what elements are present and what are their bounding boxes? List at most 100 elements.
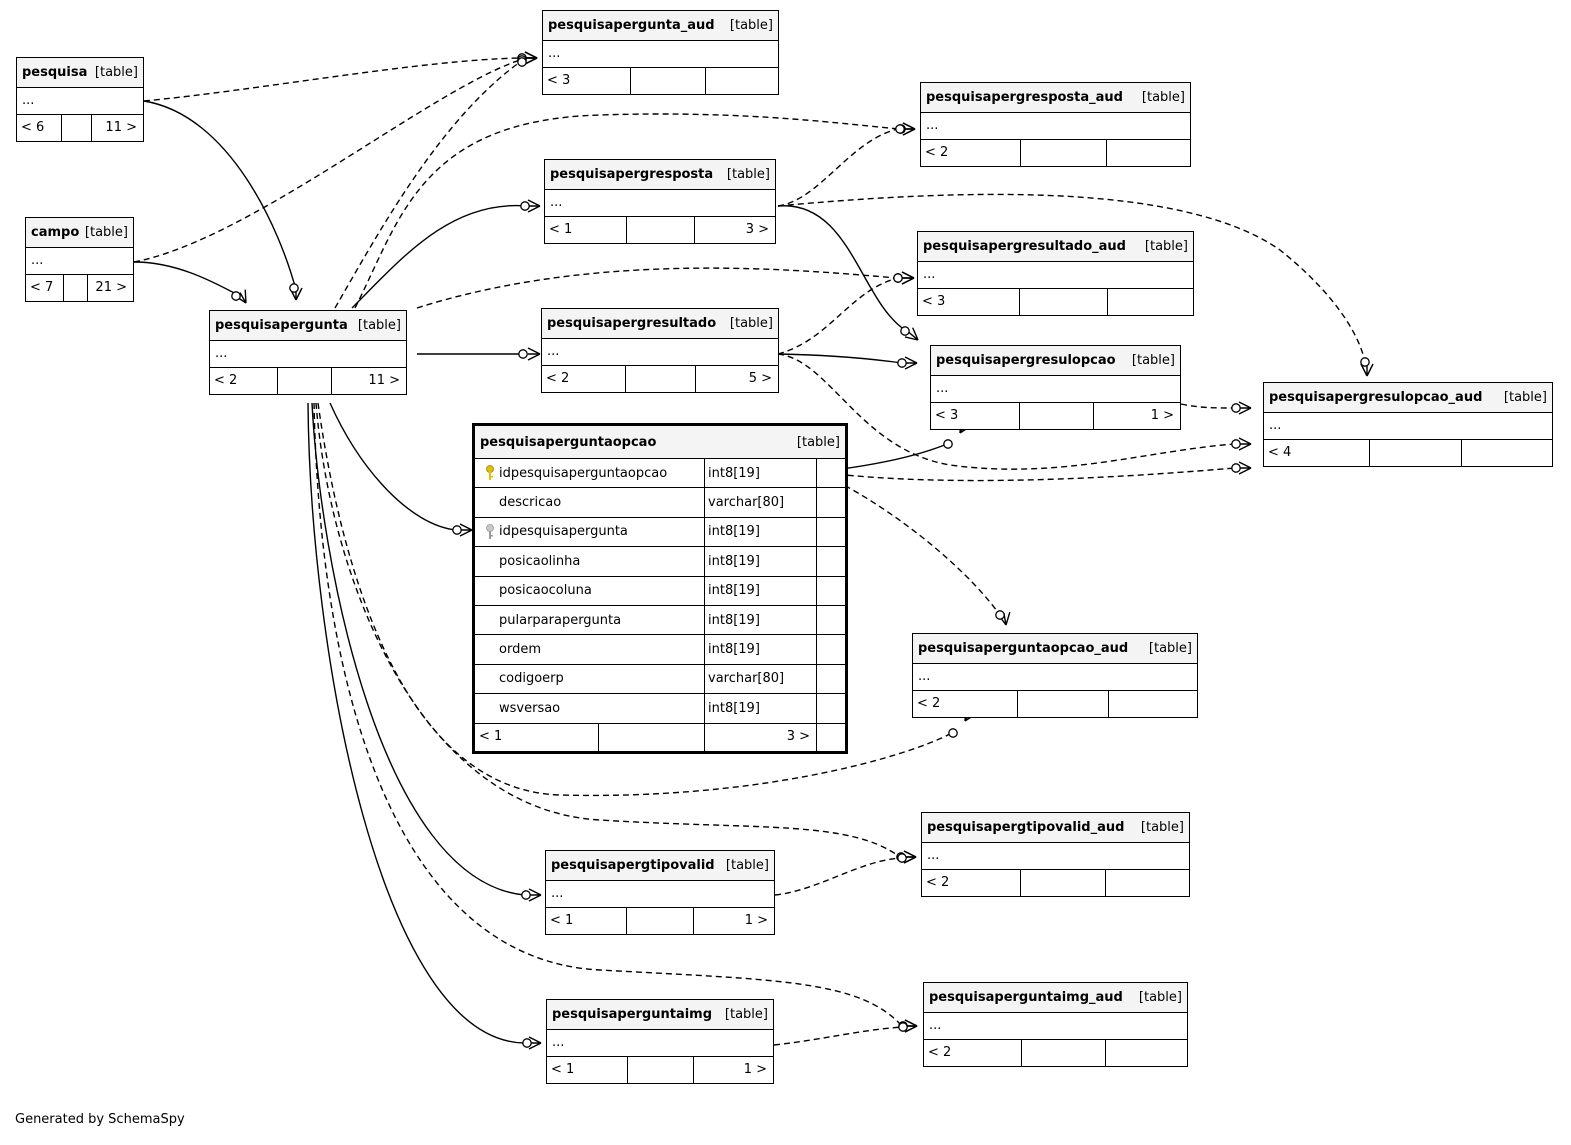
table-pesquisapergunta-aud[interactable]: pesquisapergunta_aud[table] ... < 3: [542, 10, 779, 95]
table-name: pesquisapergresposta: [550, 167, 714, 182]
column-type: int8[19]: [705, 576, 817, 605]
column-row[interactable]: idpesquisapergunta int8[19]: [475, 517, 845, 548]
table-footer: < 1 3 >: [475, 723, 845, 751]
column-row[interactable]: wsversao int8[19]: [475, 694, 845, 724]
table-pesquisapergresposta-aud[interactable]: pesquisapergresposta_aud[table] ... < 2: [920, 82, 1191, 167]
children-link[interactable]: 21 >: [95, 280, 127, 295]
children-link[interactable]: [1107, 140, 1190, 166]
children-link[interactable]: 5 >: [748, 371, 772, 386]
parents-link[interactable]: < 2: [542, 366, 626, 392]
children-link[interactable]: 1 >: [743, 1062, 767, 1077]
parents-link[interactable]: < 1: [475, 723, 599, 751]
optional-cardinality-circle: [893, 273, 903, 283]
table-footer: < 3: [918, 289, 1193, 315]
parents-link[interactable]: < 1: [546, 908, 627, 934]
table-footer: < 2 11 >: [210, 368, 406, 394]
column-row[interactable]: ordem int8[19]: [475, 635, 845, 665]
table-pesquisapergresulopcao-aud[interactable]: pesquisapergresulopcao_aud[table] ... < …: [1263, 382, 1553, 467]
table-type-label: [table]: [1140, 820, 1184, 835]
children-link[interactable]: 3 >: [745, 222, 769, 237]
column-type: int8[19]: [705, 694, 817, 723]
parents-link[interactable]: < 3: [931, 403, 1020, 429]
table-footer-middle: [1022, 1040, 1106, 1066]
table-pesquisaperguntaopcao[interactable]: pesquisaperguntaopcao[table] idpesquisap…: [472, 423, 848, 754]
parents-link[interactable]: < 2: [210, 368, 278, 394]
table-header: pesquisapergunta_aud[table]: [543, 11, 778, 41]
table-pesquisaperguntaimg[interactable]: pesquisaperguntaimg[table] ... < 1 1 >: [546, 999, 774, 1084]
children-link[interactable]: 11 >: [105, 120, 137, 135]
relationship-line: [817, 467, 1236, 482]
column-row[interactable]: pularparapergunta int8[19]: [475, 605, 845, 636]
children-link[interactable]: [1108, 289, 1193, 315]
children-link[interactable]: 3 >: [705, 723, 817, 751]
table-footer-middle: [599, 723, 705, 751]
table-pesquisapergtipovalid-aud[interactable]: pesquisapergtipovalid_aud[table] ... < 2: [921, 812, 1190, 897]
optional-cardinality-circle: [1231, 403, 1241, 413]
column-row[interactable]: posicaocoluna int8[19]: [475, 576, 845, 606]
optional-cardinality-circle: [1360, 357, 1370, 367]
table-footer: < 4: [1264, 440, 1552, 466]
table-name: pesquisaperguntaimg_aud: [929, 990, 1123, 1005]
relationship-pesquisapergresposta-pesquisapergresposta_aud: [777, 122, 916, 207]
parents-link[interactable]: < 2: [924, 1040, 1022, 1066]
children-link[interactable]: [1109, 691, 1197, 717]
table-pesquisapergresultado-aud[interactable]: pesquisapergresultado_aud[table] ... < 3: [917, 231, 1194, 316]
parents-link[interactable]: < 2: [921, 140, 1021, 166]
column-row[interactable]: codigoerp varchar[80]: [475, 664, 845, 695]
parents-link[interactable]: < 3: [543, 68, 631, 94]
crows-foot-arrow: [528, 1036, 542, 1050]
columns-ellipsis: ...: [547, 1030, 773, 1057]
children-link[interactable]: [1106, 870, 1189, 896]
optional-cardinality-circle: [522, 1038, 532, 1048]
column-type: int8[19]: [705, 635, 817, 664]
table-type-label: [table]: [1138, 990, 1182, 1005]
parents-link[interactable]: < 4: [1264, 440, 1370, 466]
children-link[interactable]: [706, 68, 778, 94]
column-row[interactable]: descricao varchar[80]: [475, 488, 845, 518]
optional-cardinality-circle: [896, 124, 906, 134]
parents-link[interactable]: < 1: [547, 1057, 628, 1083]
column-type: varchar[80]: [705, 488, 817, 517]
table-footer: < 2: [921, 140, 1190, 166]
relationship-line: [416, 267, 898, 309]
table-header: pesquisaperguntaopcao_aud[table]: [913, 634, 1197, 664]
column-name: posicaocoluna: [499, 583, 592, 599]
table-pesquisaperguntaimg-aud[interactable]: pesquisaperguntaimg_aud[table] ... < 2: [923, 982, 1188, 1067]
relationship-line: [143, 57, 521, 102]
table-type-label: [table]: [1148, 641, 1192, 656]
table-pesquisaperguntaopcao-aud[interactable]: pesquisaperguntaopcao_aud[table] ... < 2: [912, 633, 1198, 718]
table-footer-middle: [1020, 403, 1094, 429]
relationship-line: [777, 128, 899, 207]
parents-link[interactable]: < 3: [918, 289, 1020, 315]
table-footer: < 2 5 >: [542, 366, 778, 392]
table-footer-middle: [278, 368, 332, 394]
children-link[interactable]: [1106, 1040, 1187, 1066]
crows-foot-arrow: [528, 888, 542, 902]
children-link[interactable]: 1 >: [1150, 408, 1174, 423]
column-row[interactable]: posicaolinha int8[19]: [475, 547, 845, 577]
children-link[interactable]: 11 >: [368, 373, 400, 388]
relationship-pesquisaperguntaopcao-pesquisapergresulopcao_aud: [817, 461, 1252, 482]
foreign-key-icon: [481, 524, 499, 540]
optional-cardinality-circle: [517, 55, 527, 65]
column-row[interactable]: idpesquisaperguntaopcao int8[19]: [475, 459, 845, 489]
parents-link[interactable]: < 2: [922, 870, 1021, 896]
relationship-line: [133, 261, 239, 296]
parents-link[interactable]: < 1: [545, 217, 627, 243]
parents-link[interactable]: < 6: [17, 115, 62, 141]
table-name: pesquisapergresultado: [547, 316, 717, 331]
children-link[interactable]: [1462, 440, 1552, 466]
relationship-pesquisapergunta-pesquisapergresultado: [417, 347, 541, 361]
table-header: pesquisaperguntaimg[table]: [547, 1000, 773, 1030]
children-link[interactable]: 1 >: [744, 913, 768, 928]
relationship-line: [1180, 403, 1236, 409]
parents-link[interactable]: < 2: [913, 691, 1018, 717]
parents-link[interactable]: < 7: [26, 275, 64, 301]
